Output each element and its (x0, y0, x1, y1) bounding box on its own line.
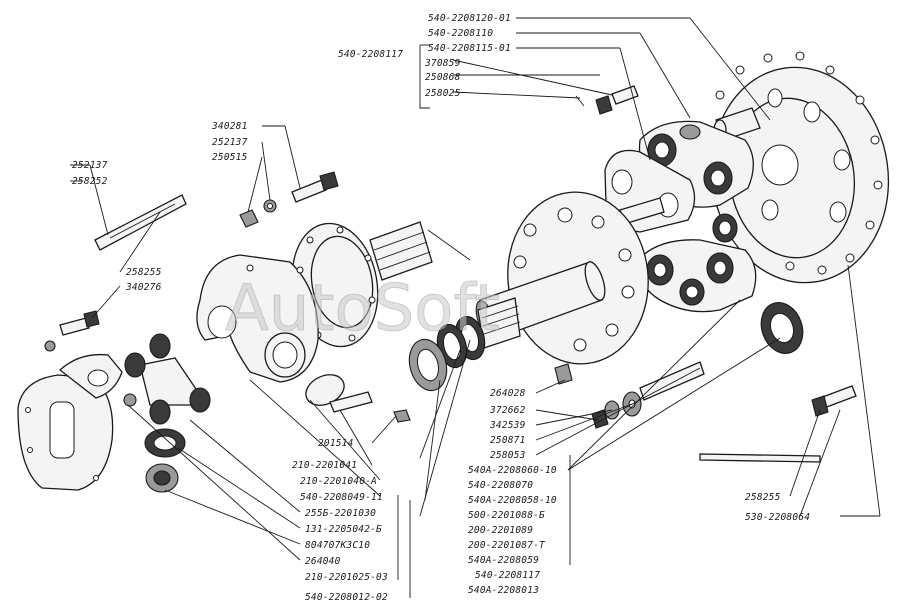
shaft-seals (408, 315, 486, 392)
label-201514: 201514 (318, 438, 354, 449)
bolt-mid-right (554, 361, 705, 429)
label-252137-mid: 252137 (212, 137, 248, 148)
label-540-2208120-01: 540-2208120-01 (428, 13, 511, 24)
left-flange-housing (17, 353, 123, 491)
label-210-2201041: 210-2201041 (292, 460, 357, 471)
label-540a-2208058-10: 540A-2208058-10 (468, 495, 557, 506)
leader-lines (70, 17, 881, 598)
label-250515: 250515 (212, 152, 248, 163)
spider-yoke-lower (638, 213, 757, 313)
label-258053: 258053 (490, 450, 526, 461)
label-540a-2208060-10: 540A-2208060-10 (468, 465, 557, 476)
bolt-left (44, 310, 100, 352)
label-540a-2208013: 540A-2208013 (468, 585, 539, 596)
label-258255-left: 258255 (126, 267, 162, 278)
label-210-2201025-03: 210-2201025-03 (305, 572, 388, 583)
label-540-2208070: 540-2208070 (468, 480, 533, 491)
bolt-right-lower (699, 385, 857, 463)
label-804707k3c10: 804707К3С10 (305, 540, 370, 551)
label-264040: 264040 (305, 556, 341, 567)
label-131-2205042-b: 131-2205042-Б (305, 524, 382, 535)
label-258025: 258025 (425, 88, 461, 99)
label-340281: 340281 (211, 121, 248, 132)
round-cover-flange (291, 222, 379, 348)
label-540-2208049-11: 540-2208049-11 (300, 492, 383, 503)
label-200-2201089: 200-2201089 (468, 525, 533, 536)
needle-bearing (144, 428, 186, 493)
label-540a-2208059: 540А-2208059 (468, 555, 539, 566)
universal-joint-cross (123, 333, 211, 425)
watermark-text: AutoSoft (225, 272, 500, 346)
splined-stub-shaft (369, 221, 471, 281)
label-210-2201040-a: 210-2201040-А (300, 476, 377, 487)
label-370859: 370859 (424, 58, 461, 69)
label-250868: 250868 (425, 72, 461, 83)
label-372662: 372662 (489, 405, 526, 416)
label-540-2208110: 540-2208110 (428, 28, 493, 39)
seal-ring-right (760, 302, 804, 354)
label-342539: 342539 (489, 420, 526, 431)
label-200-2201087-t: 200-2201087-Т (468, 540, 546, 551)
label-250871: 250871 (490, 435, 526, 446)
yoke-housing (196, 254, 319, 383)
lock-plate-strip (94, 194, 187, 251)
label-252137-left: 252137 (72, 160, 108, 171)
label-530-2208064: 530-2208064 (745, 512, 810, 523)
label-540-2208117-bottom: 540-2208117 (475, 570, 540, 581)
label-255b-2201030: 255Б-2201030 (305, 508, 376, 519)
small-bolt-upper (575, 85, 639, 115)
label-258255-right: 258255 (745, 492, 781, 503)
label-264028: 264028 (490, 388, 526, 399)
label-500-2201088-b: 500-2201088-Б (468, 510, 545, 521)
small-cover-plate (305, 374, 411, 423)
label-258252: 258252 (72, 176, 108, 187)
splined-end (477, 297, 521, 349)
bolt-upper (239, 171, 339, 228)
label-540-2208115-01: 540-2208115-01 (428, 43, 511, 54)
flange-plate-left (604, 149, 696, 233)
label-540-2208117-top: 540-2208117 (338, 49, 403, 60)
label-540-2208012-02: 540-2208012-02 (305, 592, 388, 603)
label-340276: 340276 (125, 282, 162, 293)
